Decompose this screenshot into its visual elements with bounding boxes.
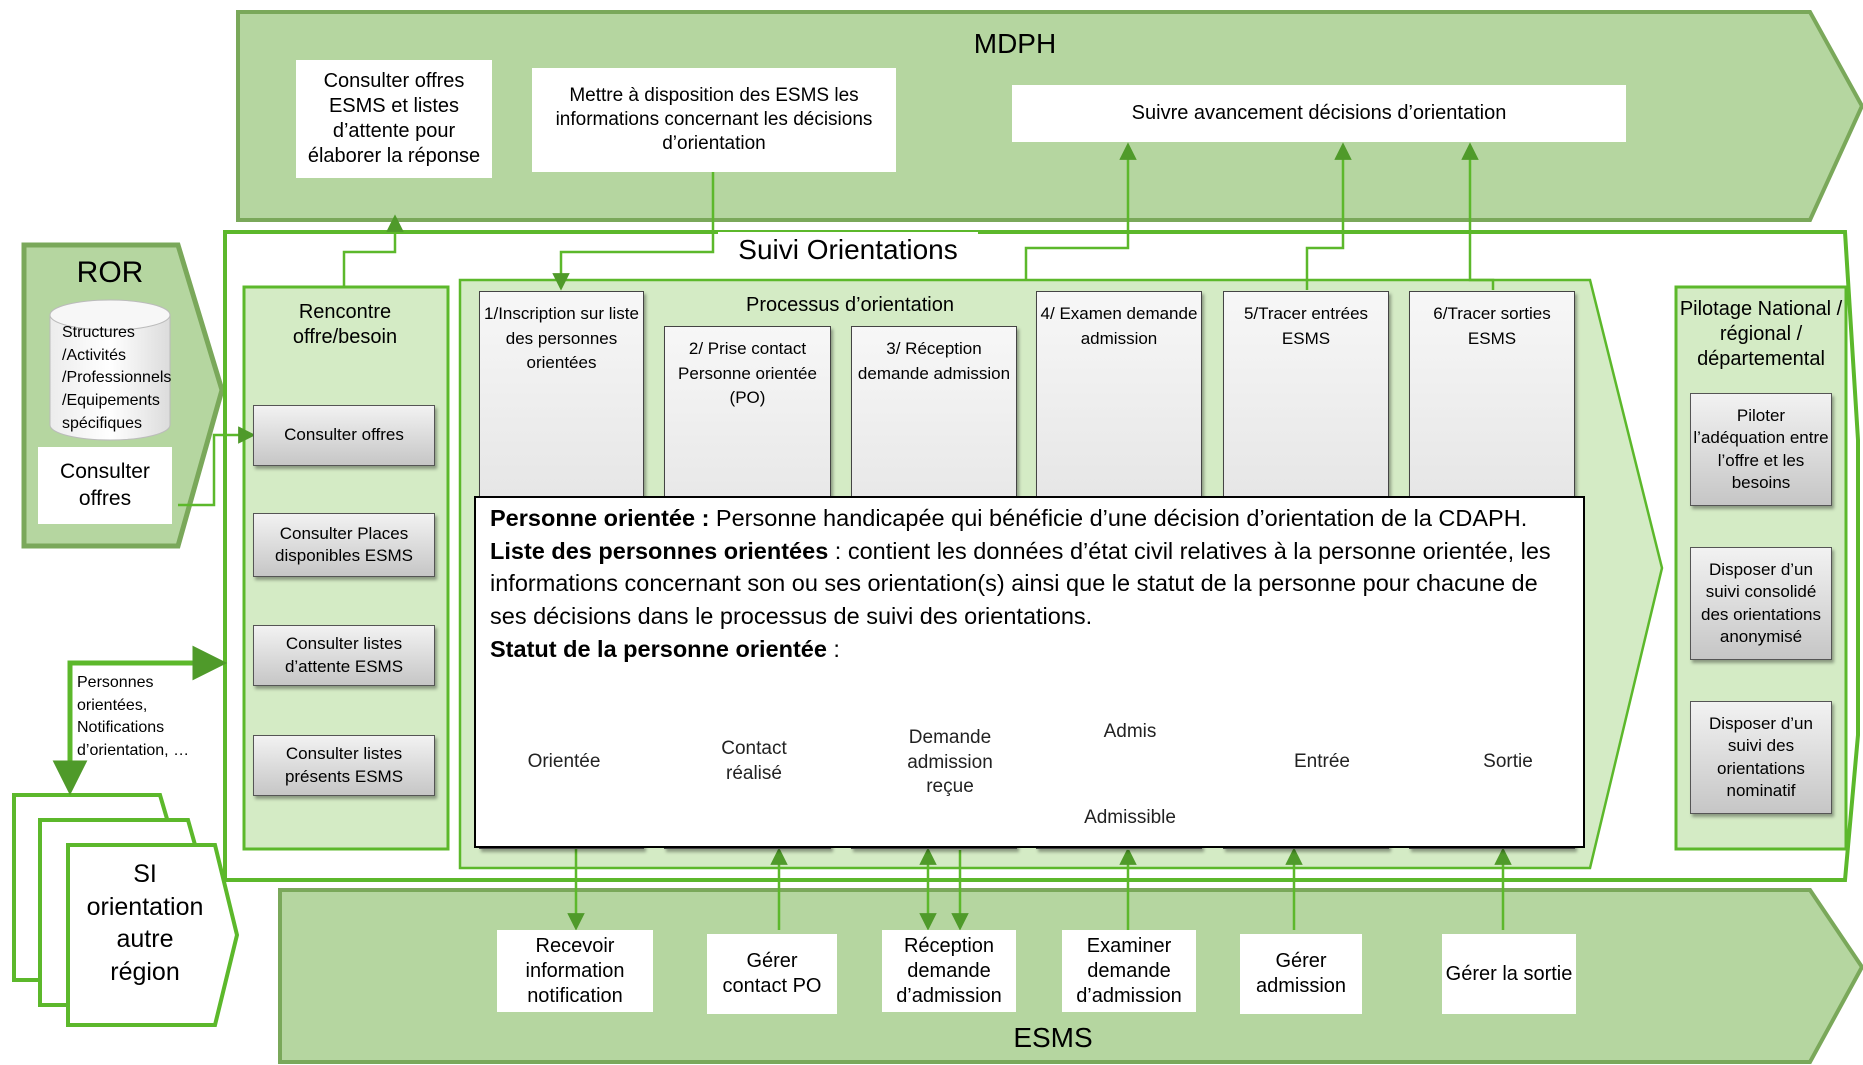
connector-step6-mdph xyxy=(1461,142,1495,290)
mdph-mettre-disposition-box: Mettre à disposition des ESMS les inform… xyxy=(532,68,896,172)
rencontre-item-places-disponibles: Consulter Places disponibles ESMS xyxy=(253,513,435,577)
definition-term-personne-orientee: Personne orientée : xyxy=(490,505,710,531)
rencontre-item-listes-presents: Consulter listes présents ESMS xyxy=(253,735,435,796)
connector-mdph-step1 xyxy=(552,172,715,291)
suivi-title: Suivi Orientations xyxy=(718,232,978,267)
rencontre-item-consulter-offres: Consulter offres xyxy=(253,405,435,466)
status-entree: Entrée xyxy=(1294,750,1350,772)
definition-term-liste: Liste des personnes orientées xyxy=(490,537,829,564)
si-flow-label: Personnes orientées, Notifications d’ori… xyxy=(77,674,190,760)
definitions-box: Personne orientée : Personne handicapée … xyxy=(474,496,1585,848)
ror-consulter-offres: Consulter offres xyxy=(38,447,172,524)
pilotage-item-suivi-anonymise: Disposer d’un suivi consolidé des orient… xyxy=(1690,547,1832,660)
ror-title: ROR xyxy=(76,256,144,289)
rencontre-item-listes-attente: Consulter listes d’attente ESMS xyxy=(253,625,435,686)
ror-database-label: Structures /Activités /Professionnels /E… xyxy=(62,324,172,432)
connector-processus-mdph xyxy=(1024,142,1137,280)
si-documents-icon xyxy=(12,793,240,1027)
si-orientation-title: SI orientation autre région xyxy=(86,860,204,986)
status-sortie: Sortie xyxy=(1483,750,1533,772)
connector-step5-mdph xyxy=(1305,142,1352,290)
status-orientee: Orientée xyxy=(527,750,601,772)
processus-title: Processus d’orientation xyxy=(746,294,954,316)
connector-ror-consult xyxy=(178,426,256,507)
definition-text-liste: : contient les données d’état civil rela… xyxy=(490,537,1551,629)
esms-title: ESMS xyxy=(1013,1022,1093,1053)
connector-si-flow xyxy=(52,645,228,796)
esms-box-gerer-contact: Gérer contact PO xyxy=(707,934,837,1014)
esms-box-examiner-demande: Examiner demande d’admission xyxy=(1062,930,1196,1012)
mdph-title: MDPH xyxy=(973,28,1057,59)
esms-box-reception-demande: Réception demande d’admission xyxy=(882,930,1016,1012)
definitions-text: Personne orientée : Personne handicapée … xyxy=(490,502,1571,665)
pilotage-item-adequation: Piloter l’adéquation entre l’offre et le… xyxy=(1690,393,1832,506)
esms-box-gerer-admission: Gérer admission xyxy=(1240,934,1362,1014)
definition-text-statut: : xyxy=(826,635,840,662)
mdph-consulter-offres-box: Consulter offres ESMS et listes d’attent… xyxy=(296,60,492,178)
status-contact-realise: Contact réalisé xyxy=(721,738,787,784)
definition-term-statut: Statut de la personne orientée xyxy=(490,635,827,662)
status-admis: Admis xyxy=(1103,720,1157,742)
mdph-suivre-avancement-box: Suivre avancement décisions d’orientatio… xyxy=(1012,85,1626,142)
status-demande-admission: Demande admission reçue xyxy=(907,726,993,798)
pilotage-title: Pilotage National / régional / départeme… xyxy=(1679,298,1843,370)
definition-text-personne-orientee: Personne handicapée qui bénéficie d’une … xyxy=(709,505,1528,531)
connector-rencontre-mdph xyxy=(342,214,404,287)
esms-box-recevoir-information: Recevoir information notification xyxy=(497,930,653,1012)
rencontre-title: Rencontre offre/besoin xyxy=(292,301,398,348)
ror-database-icon xyxy=(49,299,171,441)
status-admissible: Admissible xyxy=(1084,806,1176,828)
pilotage-item-suivi-nominatif: Disposer d’un suivi des orientations nom… xyxy=(1690,701,1832,814)
esms-box-gerer-sortie: Gérer la sortie xyxy=(1442,934,1576,1014)
